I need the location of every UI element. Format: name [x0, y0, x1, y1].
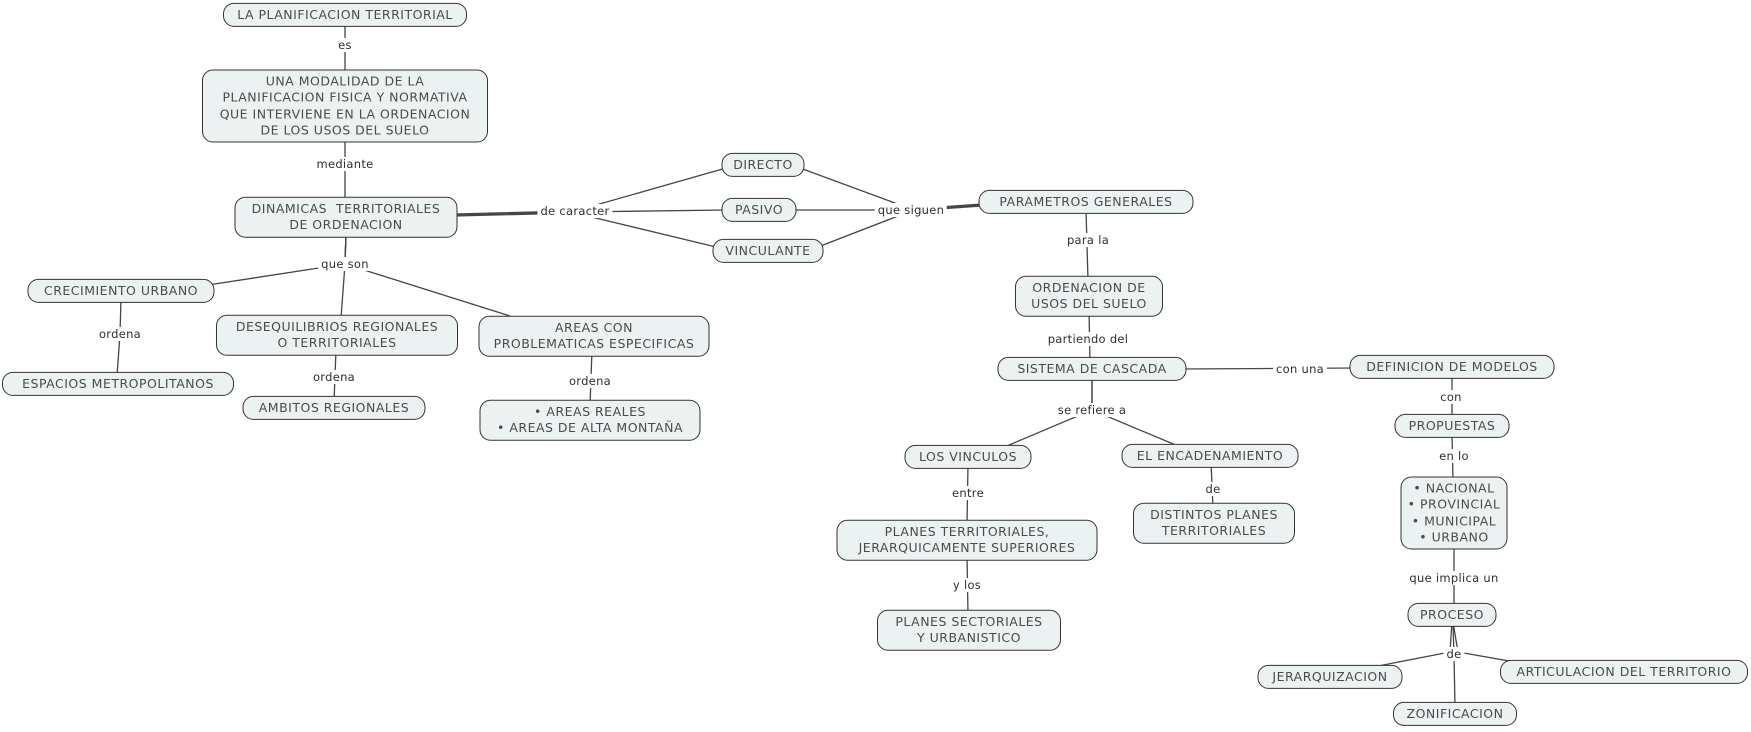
node-planes-territoriales-superiores[interactable]: PLANES TERRITORIALES, JERARQUICAMENTE SU… [836, 519, 1098, 561]
node-sistema-cascada[interactable]: SISTEMA DE CASCADA [997, 356, 1187, 382]
node-planes-sectoriales-urbanistico[interactable]: PLANES SECTORIALES Y URBANISTICO [877, 609, 1061, 651]
node-areas-reales-alta-montana[interactable]: • AREAS REALES • AREAS DE ALTA MONTAÑA [479, 399, 701, 441]
node-los-vinculos[interactable]: LOS VINCULOS [904, 444, 1032, 470]
node-directo[interactable]: DIRECTO [721, 152, 805, 178]
node-proceso[interactable]: PROCESO [1407, 602, 1497, 628]
node-zonificacion[interactable]: ZONIFICACION [1393, 701, 1517, 727]
link-label-y-los[interactable]: y los [949, 578, 985, 592]
link-label-que-siguen[interactable]: que siguen [874, 203, 948, 217]
node-ambitos-regionales[interactable]: AMBITOS REGIONALES [242, 395, 426, 421]
node-niveles-propuestas[interactable]: • NACIONAL • PROVINCIAL • MUNICIPAL • UR… [1400, 476, 1508, 550]
link-label-que-son[interactable]: que son [318, 257, 372, 271]
node-modalidad-planificacion[interactable]: UNA MODALIDAD DE LA PLANIFICACION FISICA… [202, 69, 488, 143]
node-espacios-metropolitanos[interactable]: ESPACIOS METROPOLITANOS [2, 371, 234, 397]
node-desequilibrios-regionales[interactable]: DESEQUILIBRIOS REGIONALES O TERRITORIALE… [216, 314, 458, 356]
link-label-mediante[interactable]: mediante [313, 157, 377, 171]
node-dinamicas-territoriales[interactable]: DINAMICAS TERRITORIALES DE ORDENACION [234, 196, 458, 238]
node-pasivo[interactable]: PASIVO [721, 197, 797, 223]
node-el-encadenamiento[interactable]: EL ENCADENAMIENTO [1121, 443, 1299, 469]
link-label-de-encadenamiento[interactable]: de [1202, 482, 1224, 496]
link-label-de-proceso[interactable]: de [1443, 647, 1465, 661]
node-parametros-generales[interactable]: PARAMETROS GENERALES [978, 189, 1194, 215]
node-areas-problematicas[interactable]: AREAS CON PROBLEMATICAS ESPECIFICAS [478, 315, 710, 357]
node-propuestas[interactable]: PROPUESTAS [1394, 413, 1510, 439]
node-planificacion-territorial[interactable]: LA PLANIFICACION TERRITORIAL [223, 2, 467, 28]
link-label-se-refiere-a[interactable]: se refiere a [1054, 403, 1130, 417]
node-articulacion-territorio[interactable]: ARTICULACION DEL TERRITORIO [1500, 659, 1748, 685]
link-label-que-implica-un[interactable]: que implica un [1406, 571, 1502, 585]
link-label-entre[interactable]: entre [949, 486, 987, 500]
link-label-de-caracter[interactable]: de caracter [537, 204, 613, 218]
edge-line [454, 212, 717, 248]
link-label-con-una[interactable]: con una [1272, 362, 1328, 376]
link-label-ordena-urbano[interactable]: ordena [95, 327, 145, 341]
edge-line [1367, 621, 1453, 669]
link-label-es[interactable]: es [335, 38, 355, 52]
link-label-ordena-areas[interactable]: ordena [565, 374, 615, 388]
link-label-partiendo-del[interactable]: partiendo del [1044, 332, 1132, 346]
node-distintos-planes-territoriales[interactable]: DISTINTOS PLANES TERRITORIALES [1133, 502, 1295, 544]
edge-line [344, 232, 511, 317]
link-label-para-la[interactable]: para la [1063, 233, 1113, 247]
link-label-en-lo[interactable]: en lo [1436, 449, 1472, 463]
node-ordenacion-usos-suelo[interactable]: ORDENACION DE USOS DEL SUELO [1015, 275, 1163, 317]
edge-line [1179, 367, 1357, 370]
node-vinculante[interactable]: VINCULANTE [712, 238, 824, 264]
node-definicion-modelos[interactable]: DEFINICION DE MODELOS [1349, 354, 1555, 380]
link-label-ordena-regional[interactable]: ordena [309, 370, 359, 384]
node-jerarquizacion[interactable]: JERARQUIZACION [1257, 664, 1403, 690]
link-label-con[interactable]: con [1437, 390, 1465, 404]
node-crecimiento-urbano[interactable]: CRECIMIENTO URBANO [27, 278, 215, 304]
